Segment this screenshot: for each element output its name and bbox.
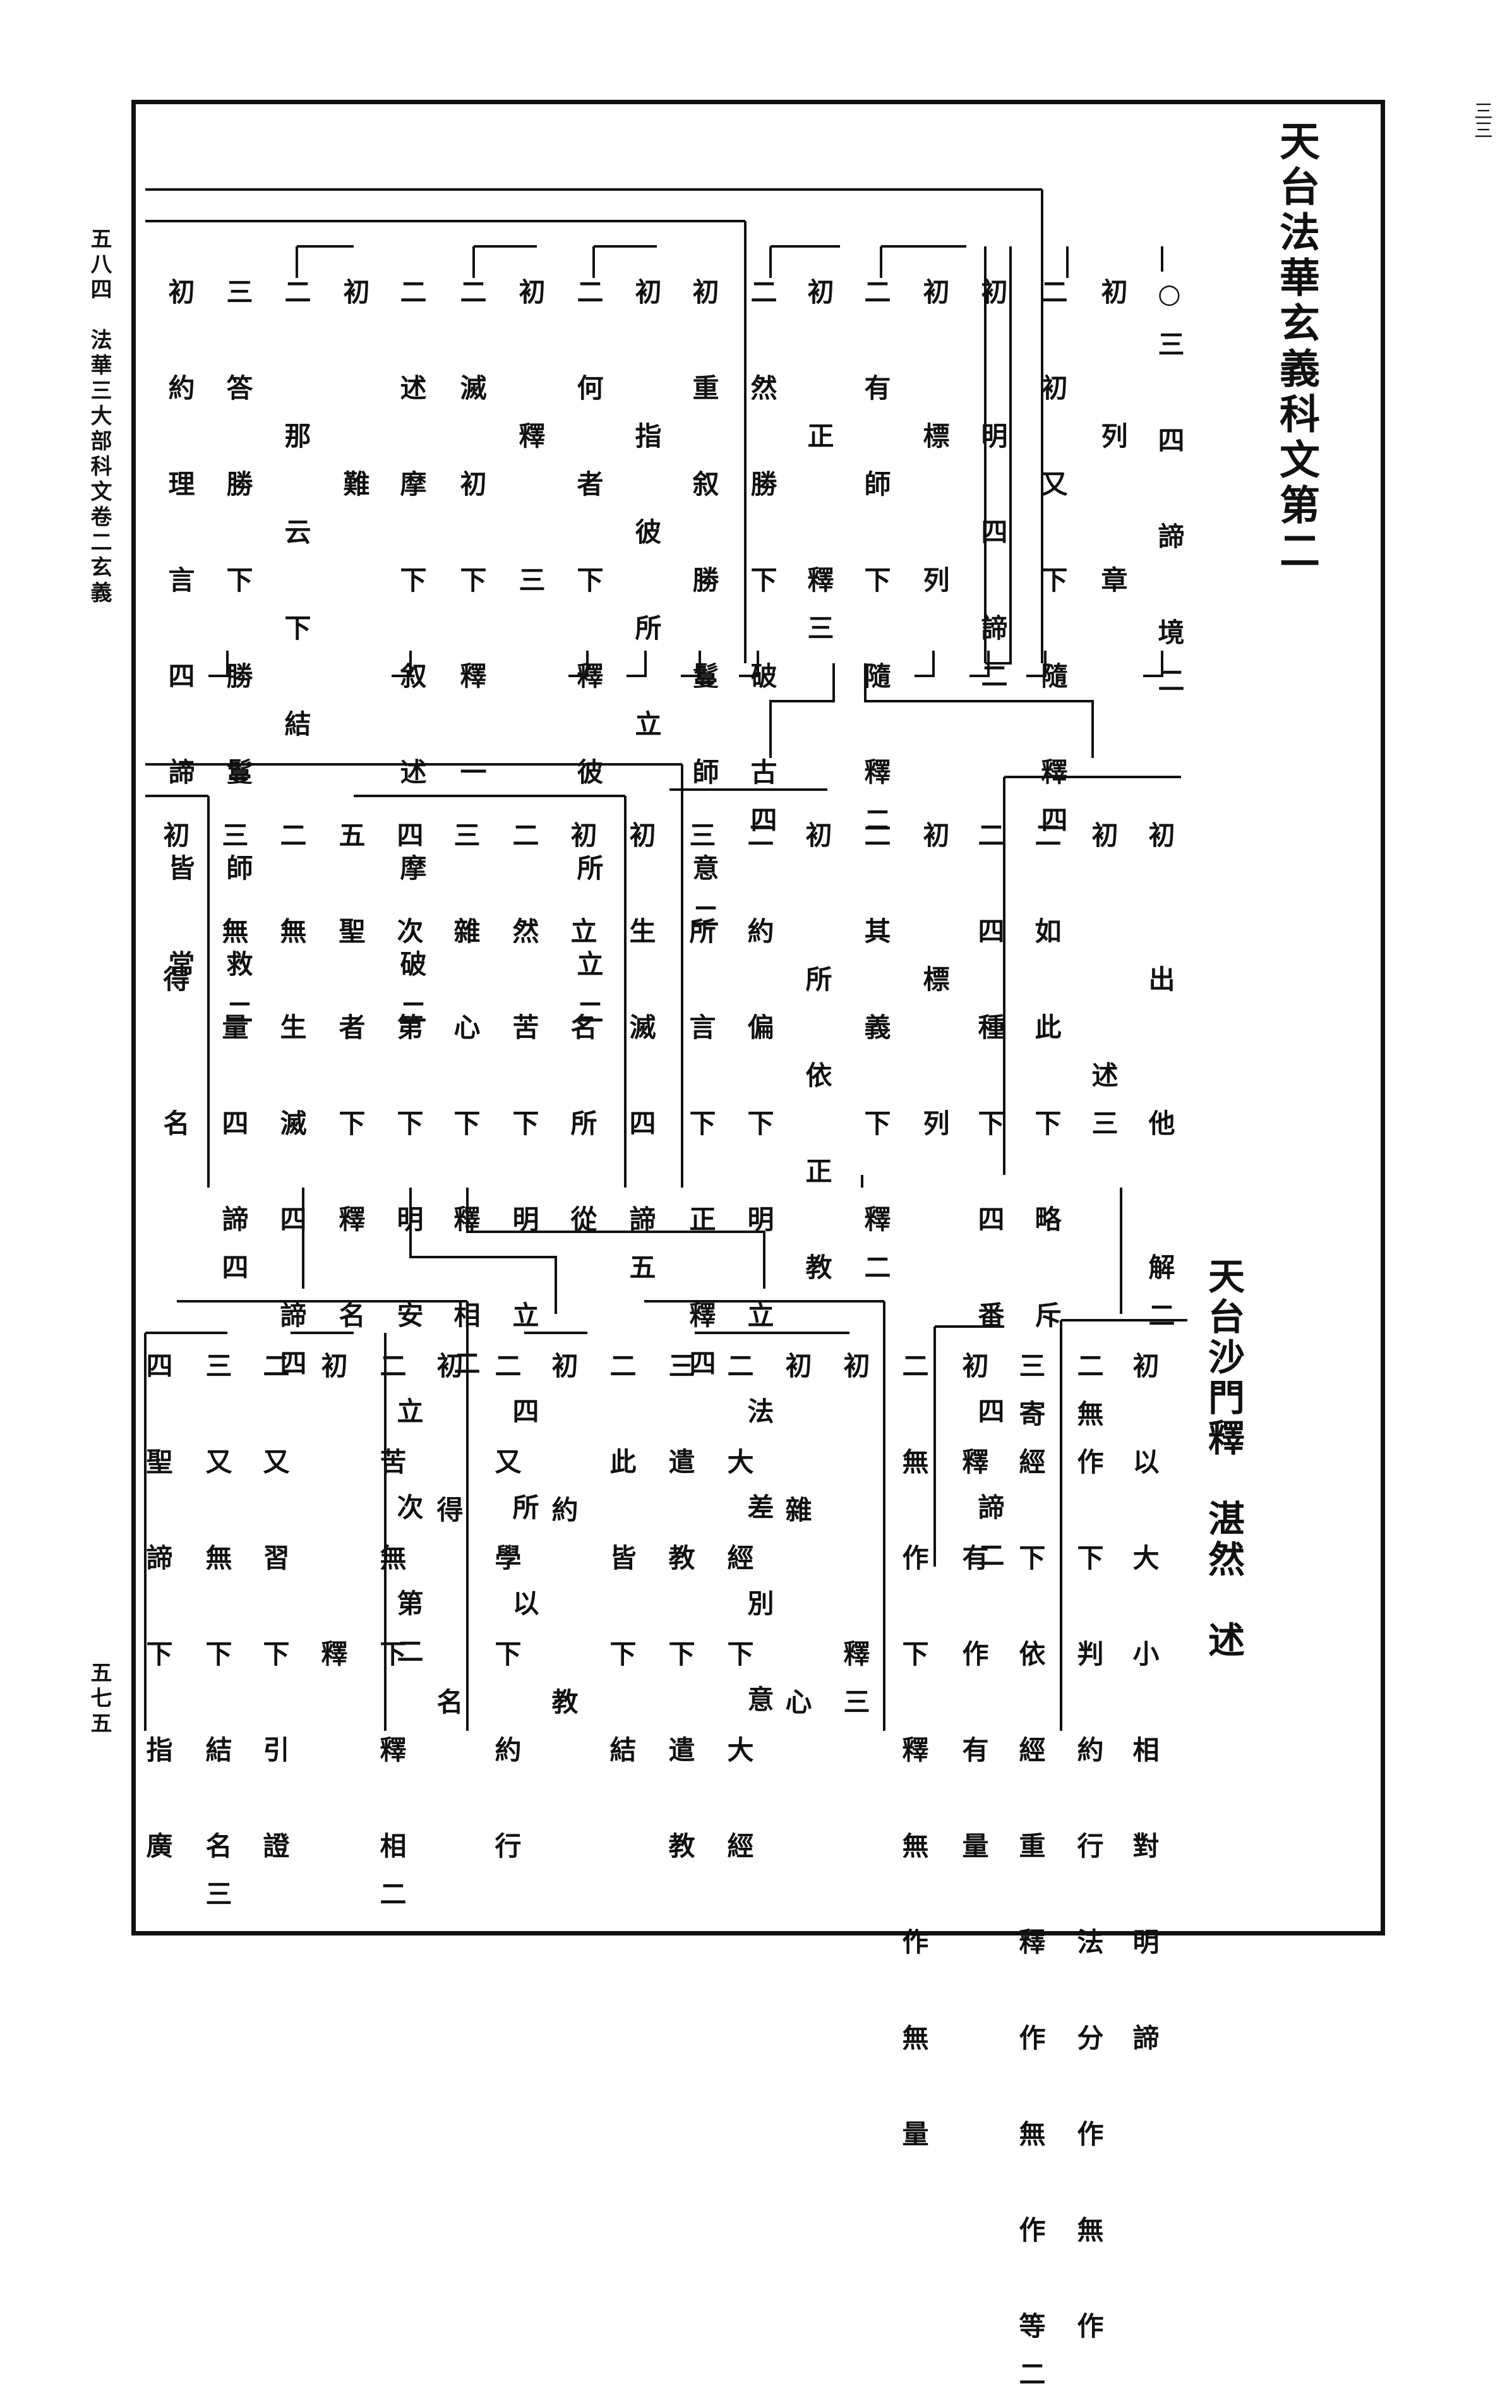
outline-entry: 二 如 此 下 略 斥 [1031,821,1062,1349]
outline-entry: 初 釋三 [839,1352,870,1736]
outline-entry: 二 四 種 下 四 番 四 諦二 [974,821,1005,1589]
outline-entry: 二無作 下 判 約 行 法 分 作 無 作 [1073,1352,1104,2360]
outline-entry: 初 釋 有 作 有 量 [958,1352,989,1880]
outline-entry: 初 重 叙 勝 鬘 師 意二 [688,278,719,950]
outline-entry: 二 無 作 下 釋 無 作 無 量 [898,1352,929,2168]
connector-line [769,663,835,758]
outline-entry: 五 聖 者 下 釋 名 [335,821,366,1349]
outline-entry: 初 約 理 言 四 諦 皆 常 [164,278,195,998]
page-content: 天台法華玄義科文第二 天台沙門釋 湛然 述 五八四 法華三大部科文卷二玄義 五七… [87,101,1492,2408]
connector-line [627,651,647,677]
outline-entry: 初 所 依 正 教 [801,821,832,1301]
outline-entry: 初 明 四 諦二 [977,278,1008,710]
connector-line [409,1188,557,1314]
outline-entry: 二 初 又 下 隨 釋四 [1037,278,1068,854]
outline-entry: 初 釋 [317,1352,348,1688]
margin-left-caption: 五八四 法華三大部科文卷二玄義 [87,227,112,606]
outline-entry: 二 何 者 下 釋 彼 所 立二 [573,278,604,1046]
outline-entry: 初 得 名 [159,821,190,1157]
connector-line [392,651,412,677]
outline-entry: 初 約 教 [548,1352,579,1736]
outline-entry: 三寄經 下 依 經 重 釋 作 無 作 等二 [1015,1352,1046,2408]
outline-entry: 初 雜 心 [781,1352,812,1736]
outline-entry: 二 約 偏 下 明 立 法 差 別 意 [743,821,774,1733]
outline-entry: 二 滅 初 下 釋 一 [456,278,487,806]
connector-line [681,651,701,677]
connector-line [915,651,935,677]
outline-entry: 三 遣 教 下 遣 教 [664,1352,695,1880]
connector-line [985,246,1012,665]
page-frame [131,100,1385,1935]
connector-line [739,651,759,677]
outline-entry: 初 難 [339,278,370,518]
outline-entry: 初 標 列 [919,278,950,614]
outline-entry: 二 大 經 下 大 經 [723,1352,754,1880]
connector-line [969,651,990,677]
outline-entry: 三 雜 心 下 釋 相二 [450,821,481,1397]
outline-entry: 二 然 勝 下 破 古四 [747,278,777,854]
page-number: 五七五 [87,1661,112,1737]
outline-entry: 初 述三 [1088,821,1119,1157]
outline-entry: 三 又 無 下 結 名三 [201,1352,232,1928]
outline-entry: 初 出 他 解二 [1144,821,1175,1349]
outline-entry: 三 無 量 四 諦四 [218,821,249,1301]
outline-entry: 四 次 第 下 明 安 立 次 第二 [393,821,424,1685]
outline-entry: 二 苦 無 下 釋 相二 [376,1352,407,1928]
outline-entry: 初 列 章 [1097,278,1128,614]
outline-entry: 二 此 皆 下 結 [606,1352,637,1784]
tree-connector-lines [144,188,1187,1731]
outline-entry: 初 得 名 [433,1352,464,1736]
author-line: 天台沙門釋 湛然 述 [1202,1257,1245,1661]
outline-entry: 初 立 名 所 從 [567,821,597,1253]
outline-entry: 初 正 釋三 [803,278,834,662]
connector-line [1026,651,1047,677]
outline-entry: 四 聖 諦 下 指 廣 [142,1352,173,1880]
outline-entry: 三 答 勝 下 勝 鬘 師 救二 [222,278,253,1046]
outline-entry: 初 指 彼 所 立 [631,278,662,758]
connector-line [466,1188,765,1289]
outline-entry: 二 又 習 下 引 證 [259,1352,290,1880]
outline-entry: 二 述 摩 下 叙 述 摩 破二 [396,278,427,1046]
outline-entry: 三 所 言 下 正 釋四 [685,821,716,1397]
outline-entry: 二 那 云 下 結 [280,278,311,758]
outline-entry: 初 以 大 小 相 對 明 諦 [1129,1352,1160,2072]
connector-line [864,663,1094,758]
connector-line [208,651,229,677]
outline-entry: ○三 四 諦 境二 [1154,278,1185,714]
outline-entry: 二 其 義 下 釋二 [860,821,891,1301]
outline-entry: 初 釋 三 [515,278,546,614]
document-title: 天台法華玄義科文第二 [1273,120,1320,575]
corner-mark: 三三 [1470,101,1492,139]
outline-entry: 二 又 學 下 約 行 [491,1352,522,1880]
outline-entry: 二 有 師 下 隨 釋二 [860,278,891,854]
outline-entry: 初 生 滅 四 諦五 [625,821,656,1301]
connector-line [1143,651,1163,677]
outline-entry: 初 標 列 [919,821,950,1157]
connector-line [568,651,589,677]
outline-entry: 二 無 生 滅 四 諦四 [276,821,307,1397]
outline-entry: 二 然 苦 下 明 立 四 所 以 [508,821,539,1637]
